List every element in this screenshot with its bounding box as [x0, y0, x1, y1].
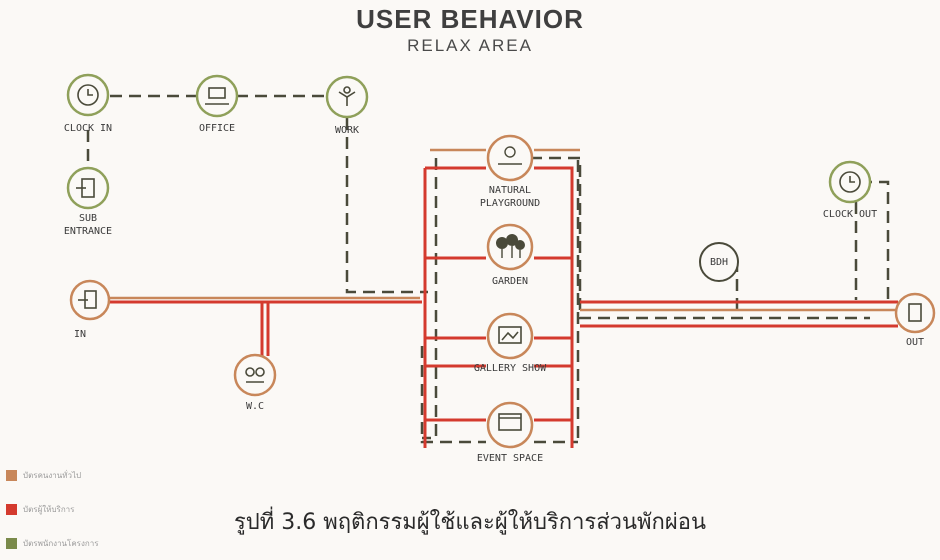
- legend-swatch: [6, 503, 17, 515]
- work-node: [325, 75, 369, 119]
- office-node: [195, 74, 239, 118]
- sub-entrance-label-line1: SUB: [78, 213, 98, 224]
- wc-label: W.C: [245, 401, 265, 412]
- gallery-show-label: GALLERY SHOW: [473, 363, 547, 374]
- person-icon: [338, 86, 356, 106]
- clock-in-label: CLOCK IN: [63, 123, 113, 134]
- door-icon: [76, 178, 95, 198]
- garden-label: GARDEN: [491, 276, 529, 287]
- orange-paths: [108, 148, 900, 312]
- natural-playground-label-line2: PLAYGROUND: [479, 198, 541, 209]
- desk-icon: [205, 87, 229, 105]
- bdh-label: BDH: [709, 257, 729, 268]
- tree-icon: [496, 234, 525, 250]
- out-label: OUT: [905, 337, 925, 348]
- legend-item: บัตรพนักงานโครงการ: [6, 536, 99, 550]
- bdh-node: [699, 242, 739, 282]
- clock-icon: [77, 84, 99, 106]
- natural-playground-label: NATURAL PLAYGROUND: [450, 184, 570, 210]
- diagram-title: USER BEHAVIOR: [356, 4, 584, 34]
- natural-playground-node: [486, 134, 534, 182]
- office-label: OFFICE: [198, 123, 236, 134]
- natural-playground-label-line1: NATURAL: [488, 185, 532, 196]
- garden-node: [486, 223, 534, 271]
- legend-swatch: [6, 469, 17, 481]
- door-icon: [78, 290, 97, 309]
- gallery-show-node: [486, 312, 534, 360]
- sub-entrance-node: [66, 166, 110, 210]
- clock-in-node: [66, 73, 110, 117]
- work-label: WORK: [334, 125, 360, 136]
- in-node: [69, 279, 111, 321]
- clock-out-node: [828, 160, 872, 204]
- event-space-node: [486, 401, 534, 449]
- clock-icon: [839, 171, 861, 193]
- legend-swatch: [6, 537, 17, 549]
- legend-label: บัตรคนงานทั่วไป: [23, 470, 82, 480]
- red-paths: [108, 166, 898, 448]
- figure-caption: รูปที่ 3.6 พฤติกรรมผู้ใช้และผู้ให้บริการ…: [233, 510, 707, 535]
- in-label: IN: [73, 329, 87, 340]
- sub-entrance-label-line2: ENTRANCE: [63, 226, 113, 237]
- event-space-label: EVENT SPACE: [476, 453, 544, 464]
- out-node: [894, 292, 936, 334]
- playground-icon: [498, 146, 522, 165]
- legend-item: บัตรผู้ให้บริการ: [6, 502, 74, 516]
- diagram-subtitle: RELAX AREA: [407, 36, 533, 55]
- toilet-icon: [245, 367, 265, 383]
- legend-label: บัตรผู้ให้บริการ: [23, 504, 75, 514]
- legend-label: บัตรพนักงานโครงการ: [23, 538, 99, 548]
- clock-out-label: CLOCK OUT: [822, 209, 878, 220]
- dashed-paths: [86, 94, 890, 444]
- legend-item: บัตรคนงานทั่วไป: [6, 468, 81, 482]
- sub-entrance-label: SUB ENTRANCE: [48, 212, 128, 238]
- stage-icon: [498, 413, 522, 431]
- door-icon: [908, 303, 922, 322]
- gallery-icon: [498, 326, 522, 344]
- wc-node: [233, 353, 277, 397]
